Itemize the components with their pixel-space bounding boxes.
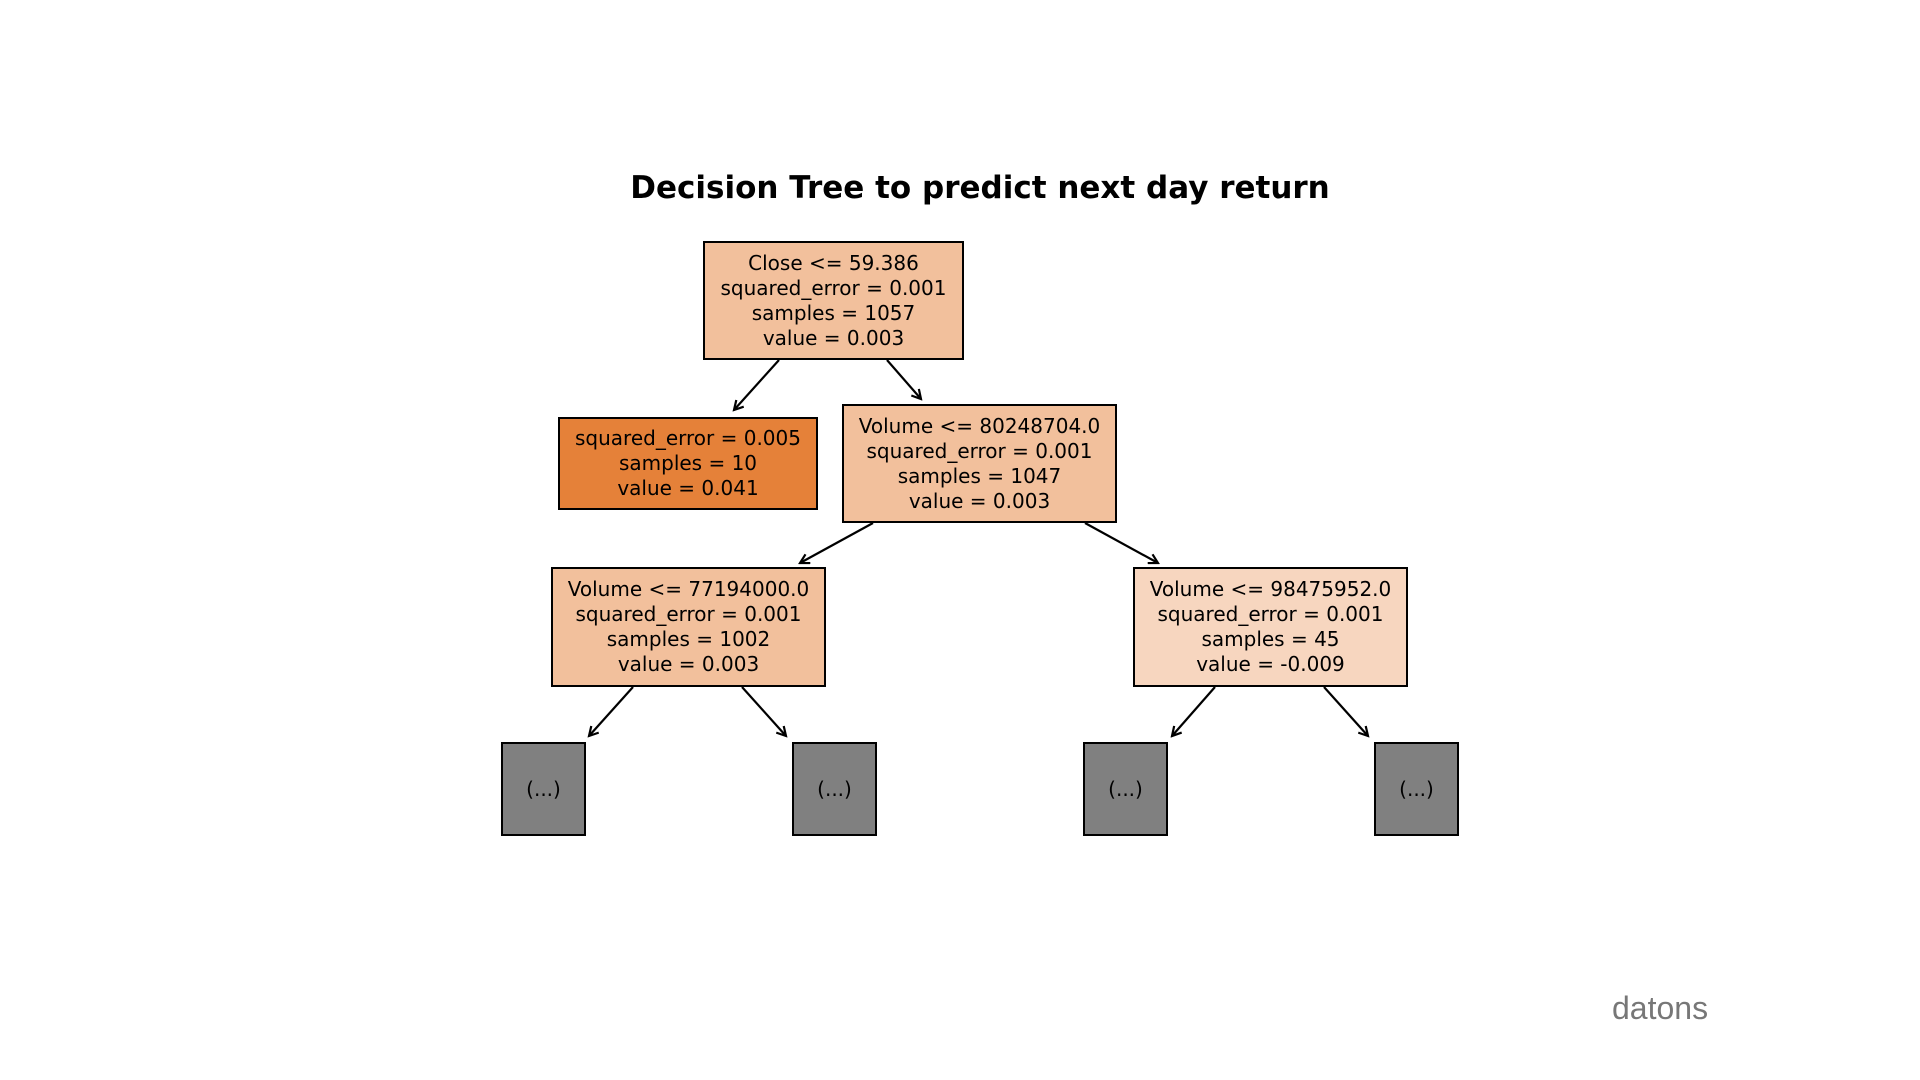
node-split: Volume <= 98475952.0 xyxy=(1149,577,1392,601)
node-split: Close <= 59.386 xyxy=(748,250,919,275)
node-error: squared_error = 0.001 xyxy=(575,602,802,626)
node-samples: samples = 1047 xyxy=(897,463,1062,488)
chart-title: Decision Tree to predict next day return xyxy=(630,170,1330,206)
edge-root-right xyxy=(886,359,921,399)
right-node: Volume <= 80248704.0 squared_error = 0.0… xyxy=(842,404,1117,523)
node-split: Volume <= 77194000.0 xyxy=(567,577,810,601)
datons-watermark: datons xyxy=(1612,990,1709,1026)
node-error: squared_error = 0.001 xyxy=(720,275,947,300)
node-error: squared_error = 0.005 xyxy=(575,426,801,450)
truncated-label: (...) xyxy=(1108,776,1143,801)
node-value: value = 0.041 xyxy=(617,476,759,500)
edge-rl-t2 xyxy=(741,686,786,736)
truncated-node: (...) xyxy=(1374,742,1459,836)
node-split: Volume <= 80248704.0 xyxy=(858,413,1101,438)
node-samples: samples = 1057 xyxy=(751,300,916,325)
node-error: squared_error = 0.001 xyxy=(1157,602,1384,626)
root-node: Close <= 59.386 squared_error = 0.001 sa… xyxy=(703,241,964,360)
node-samples: samples = 1002 xyxy=(606,627,771,651)
edge-rl-t1 xyxy=(589,686,634,736)
edge-rr-t3 xyxy=(1172,686,1216,736)
right-right-node: Volume <= 98475952.0 squared_error = 0.0… xyxy=(1133,567,1408,687)
edge-right-left xyxy=(800,522,874,563)
truncated-label: (...) xyxy=(1399,776,1434,801)
node-value: value = 0.003 xyxy=(908,488,1051,513)
right-left-node: Volume <= 77194000.0 squared_error = 0.0… xyxy=(551,567,826,687)
node-value: value = -0.009 xyxy=(1196,652,1345,676)
node-error: squared_error = 0.001 xyxy=(866,438,1093,463)
node-value: value = 0.003 xyxy=(617,652,760,676)
edge-root-left xyxy=(734,359,780,410)
truncated-label: (...) xyxy=(526,776,561,801)
left-leaf-node: squared_error = 0.005 samples = 10 value… xyxy=(558,417,818,510)
edge-right-right xyxy=(1084,522,1158,563)
truncated-node: (...) xyxy=(1083,742,1168,836)
node-samples: samples = 45 xyxy=(1201,627,1340,651)
edge-rr-t4 xyxy=(1323,686,1368,736)
truncated-node: (...) xyxy=(792,742,877,836)
node-value: value = 0.003 xyxy=(762,325,905,350)
node-samples: samples = 10 xyxy=(618,451,758,475)
truncated-label: (...) xyxy=(817,776,852,801)
truncated-node: (...) xyxy=(501,742,586,836)
